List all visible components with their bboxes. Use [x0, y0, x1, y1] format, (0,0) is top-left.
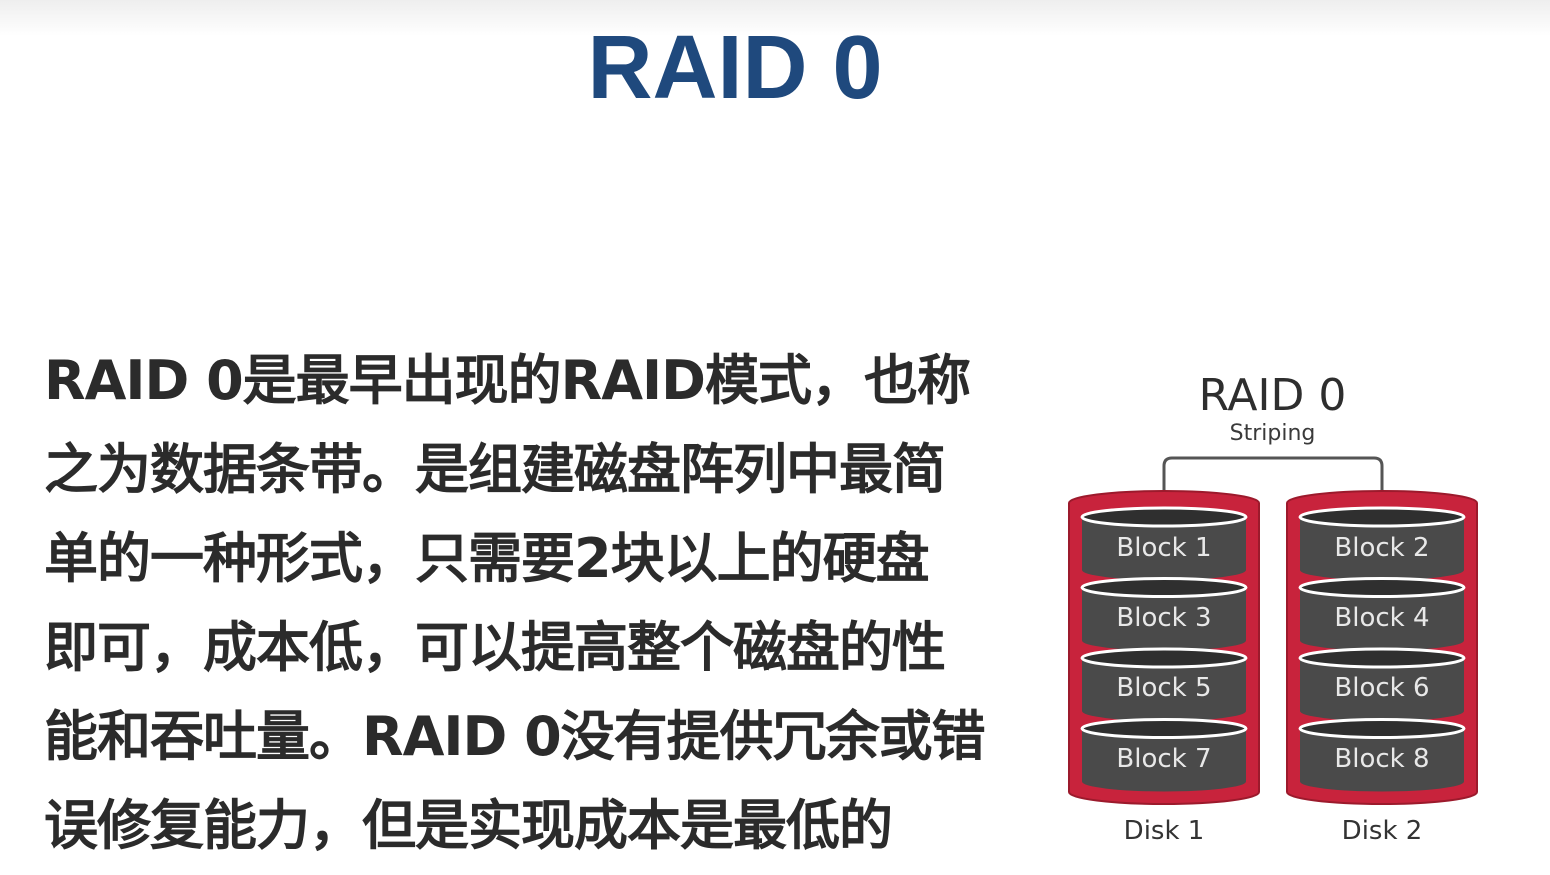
- platter-block: [1082, 728, 1246, 792]
- block-label: Block 8: [1334, 744, 1430, 774]
- platter-top: [1080, 577, 1248, 598]
- striping-connector: [1162, 456, 1384, 500]
- description-line: 误修复能力，但是实现成本是最低的: [44, 794, 893, 857]
- description-paragraph: RAID 0是最早出现的RAID模式，也称 之为数据条带。是组建磁盘阵列中最简 …: [44, 336, 1024, 870]
- platter-top: [1298, 577, 1466, 598]
- block-label: Block 3: [1116, 603, 1212, 633]
- block-label: Block 1: [1116, 533, 1212, 563]
- description-line: 即可，成本低，可以提高整个磁盘的性: [44, 616, 946, 679]
- platter-top: [1080, 506, 1248, 528]
- block-label: Block 2: [1334, 533, 1430, 563]
- raid0-diagram: RAID 0 Striping Block 1 Block 3 Block 5 …: [1040, 360, 1520, 860]
- slide-title: RAID 0: [587, 18, 883, 118]
- diagram-graphic: [1068, 456, 1478, 805]
- diagram-subtitle: Striping: [1229, 421, 1316, 446]
- platter-block: [1082, 517, 1246, 580]
- block-label: Block 7: [1116, 744, 1212, 774]
- platter-top: [1298, 718, 1466, 739]
- description-line: 能和吞吐量。RAID 0没有提供冗余或错: [44, 705, 986, 768]
- platter-block: [1300, 517, 1464, 580]
- platter-top: [1298, 506, 1466, 528]
- platter-top: [1080, 647, 1248, 669]
- diagram-title: RAID 0: [1198, 370, 1347, 421]
- platter-top: [1298, 647, 1466, 669]
- block-label: Block 5: [1116, 673, 1212, 703]
- platter-top: [1080, 718, 1248, 739]
- platter-block: [1082, 658, 1246, 721]
- platter-block: [1300, 728, 1464, 792]
- description-line: RAID 0是最早出现的RAID模式，也称: [44, 349, 971, 412]
- disk-label: Disk 2: [1341, 816, 1423, 846]
- platter-block: [1300, 658, 1464, 721]
- disk-label: Disk 1: [1123, 816, 1205, 846]
- platter-block: [1300, 587, 1464, 651]
- description-line: 之为数据条带。是组建磁盘阵列中最简: [44, 438, 946, 501]
- description-line: 单的一种形式，只需要2块以上的硬盘: [44, 527, 930, 590]
- block-label: Block 6: [1334, 673, 1430, 703]
- block-label: Block 4: [1334, 603, 1430, 633]
- platter-block: [1082, 587, 1246, 651]
